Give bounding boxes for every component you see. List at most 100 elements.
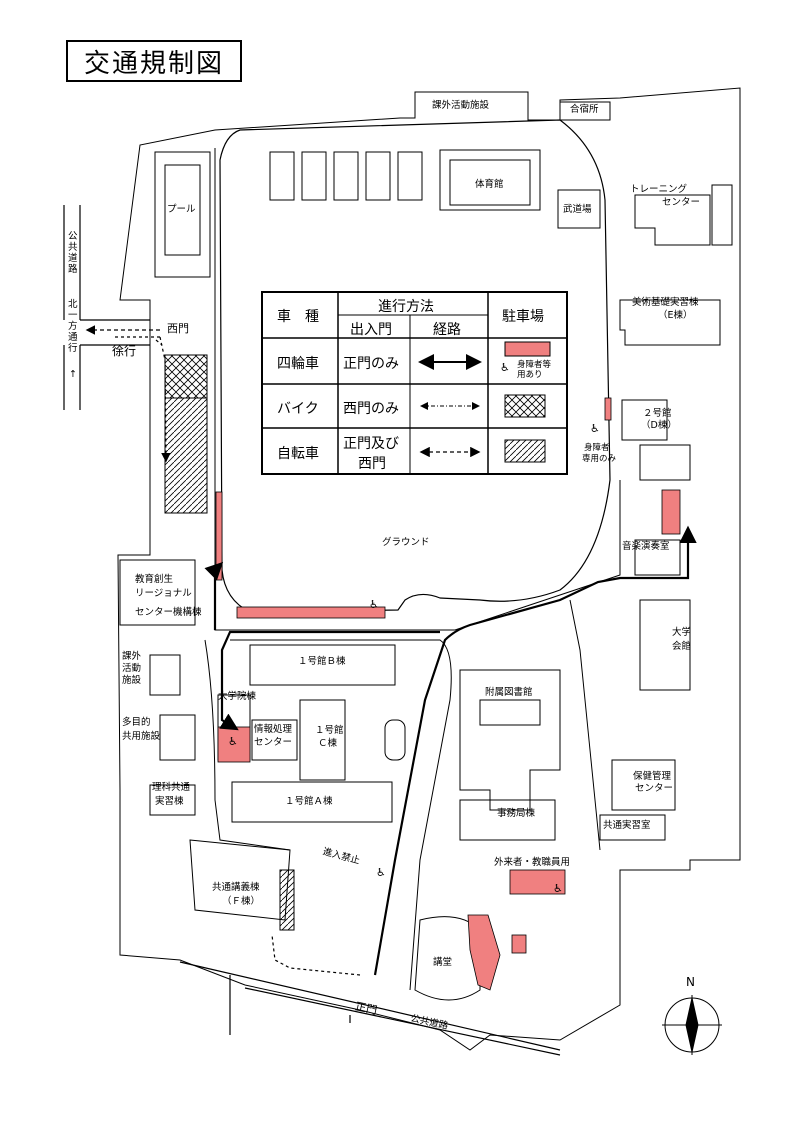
main-roadway-outer	[214, 148, 621, 631]
label-art-1: 美術基礎実習棟	[632, 297, 699, 308]
legend-header-type: 車 種	[277, 309, 319, 325]
science-building	[149, 784, 196, 816]
admin-building	[459, 799, 556, 841]
label-multi-2: 共用施設	[122, 731, 161, 742]
art-building	[619, 299, 721, 346]
dormitory-building	[559, 101, 611, 121]
bldg1b	[249, 644, 396, 686]
label-edu-1: 教育創生	[135, 574, 174, 585]
label-edu-3: センター機構棟	[135, 607, 202, 618]
label-multi-1: 多目的	[122, 717, 151, 728]
extracurricular-left	[149, 654, 181, 696]
wheelchair-icon: ♿	[590, 422, 600, 435]
label-slow: 徐行	[112, 344, 137, 358]
tennis-courts	[269, 151, 423, 201]
multi-building	[159, 714, 196, 761]
campus-boundary	[117, 87, 741, 1051]
label-budo: 武道場	[563, 204, 592, 215]
label-health-2: センター	[635, 783, 674, 794]
bldg1a	[231, 781, 393, 823]
legend-header-route: 経路	[433, 322, 461, 338]
label-arrow-up: ↑	[69, 369, 77, 380]
map-title: 交通規制図	[66, 40, 242, 82]
legend-row-car-note-1: 身障者等	[517, 360, 552, 370]
wheelchair-icons: ♿ ♿ ♿ ♿ ♿ ♿	[228, 361, 600, 895]
health-center	[611, 759, 676, 811]
pool-inner	[164, 164, 201, 256]
label-disabled-only-2: 専用のみ	[582, 454, 617, 464]
label-extracurricular-left-1: 課外	[122, 651, 142, 662]
label-gym: 体育館	[475, 179, 504, 190]
public-road-west	[63, 205, 150, 410]
label-info-2: センター	[254, 737, 293, 748]
label-common-lecture-2: （Ｆ棟）	[222, 896, 261, 907]
bldg2-building	[621, 399, 668, 441]
label-science-1: 理科共通	[152, 782, 191, 793]
info-center	[251, 719, 298, 761]
label-bldg1c-1: １号館	[315, 725, 344, 736]
label-common-practice: 共通実習室	[603, 820, 651, 831]
common-lecture	[189, 839, 291, 921]
main-gate-bike-route	[271, 934, 361, 976]
label-extracurricular-left-3: 施設	[122, 675, 142, 686]
label-admin: 事務局棟	[497, 808, 536, 819]
label-bldg2-1: ２号館	[643, 408, 672, 419]
music-building	[634, 539, 681, 576]
legend-row-car-type: 四輪車	[277, 356, 319, 372]
wheelchair-icon: ♿	[376, 866, 386, 879]
label-ground: グラウンド	[382, 537, 430, 548]
training-annex	[711, 184, 733, 246]
training-building	[634, 194, 711, 246]
north-compass	[662, 995, 722, 1055]
label-bldg1c-2: Ｃ棟	[318, 738, 338, 749]
label-north: N	[686, 975, 695, 989]
label-public-road-west: 公共道路	[68, 231, 78, 275]
legend-table	[261, 291, 568, 475]
label-common-lecture-1: 共通講義棟	[212, 882, 260, 893]
bicycle-parking-south	[279, 869, 295, 931]
bicycle-parking	[164, 397, 208, 514]
common-practice	[599, 814, 666, 841]
label-extracurricular-top: 課外活動施設	[432, 100, 490, 111]
label-west-gate: 西門	[167, 322, 189, 335]
label-north-oneway: 北一方通行	[68, 299, 78, 354]
legend-row-car-note-2: 用あり	[517, 370, 543, 380]
legend-row-car-gate: 正門のみ	[343, 356, 399, 372]
label-training-2: センター	[662, 197, 701, 208]
gym-building	[439, 149, 541, 211]
legend-header-method: 進行方法	[378, 299, 434, 315]
label-bldg2-2: （D棟）	[641, 420, 677, 431]
bldg1c	[299, 699, 346, 781]
legend-row-bicycle-type: 自転車	[277, 446, 319, 462]
legend-row-bicycle-gate-1: 正門及び	[343, 436, 399, 452]
inner-roads	[204, 599, 601, 991]
label-bldg1a: １号館Ａ棟	[285, 796, 333, 807]
bldg2-wing	[639, 444, 691, 481]
legend-header-parking: 駐車場	[502, 309, 544, 325]
legend-row-motorcycle-gate: 西門のみ	[343, 401, 399, 417]
library-building	[459, 669, 561, 811]
budo-building	[557, 189, 601, 229]
wheelchair-icon: ♿	[369, 598, 379, 611]
label-training-1: トレーニング	[630, 184, 688, 195]
label-art-2: （E棟）	[658, 310, 693, 321]
legend-row-bicycle-gate-2: 西門	[358, 456, 386, 472]
label-visitor: 外来者・教職員用	[494, 857, 571, 868]
label-music: 音楽演奏室	[622, 541, 670, 552]
motorcycle-parking	[164, 354, 208, 399]
label-bldg1b: １号館Ｂ棟	[298, 656, 346, 667]
public-road-south	[179, 961, 561, 1056]
label-library: 附属図書館	[485, 687, 533, 698]
pool-building	[154, 151, 211, 278]
label-university-hall-2: 会館	[672, 641, 692, 652]
auditorium	[414, 916, 481, 1001]
label-dormitory: 合宿所	[570, 104, 599, 115]
label-info-1: 情報処理	[254, 724, 293, 735]
wheelchair-icon: ♿	[228, 735, 238, 748]
label-university-hall-1: 大学	[672, 627, 692, 638]
car-route	[204, 525, 697, 976]
west-gate-route	[85, 325, 171, 463]
label-pool: プール	[167, 204, 196, 215]
label-disabled-only-1: 身障者	[584, 443, 610, 453]
